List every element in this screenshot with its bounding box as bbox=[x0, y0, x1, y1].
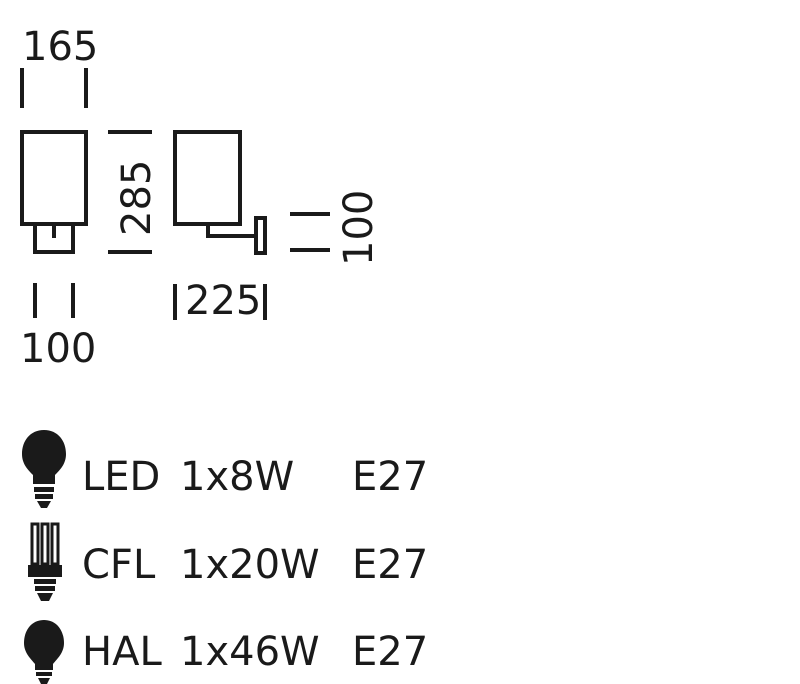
side-arm bbox=[206, 224, 256, 238]
front-view: 165 100 bbox=[20, 24, 98, 372]
spec-socket: E27 bbox=[352, 542, 428, 588]
spec-row-cfl: CFL 1x20W E27 bbox=[28, 522, 428, 601]
cfl-bulb-icon bbox=[28, 522, 62, 601]
spec-socket: E27 bbox=[352, 629, 428, 675]
led-bulb-icon bbox=[22, 430, 66, 508]
side-shade bbox=[173, 130, 242, 226]
spec-row-hal: HAL 1x46W E27 bbox=[24, 620, 428, 684]
height-dimension: 285 bbox=[108, 130, 160, 254]
spec-power: 1x46W bbox=[180, 629, 320, 675]
spec-power: 1x20W bbox=[180, 542, 320, 588]
spec-type: HAL bbox=[82, 629, 162, 675]
front-shade bbox=[20, 130, 88, 226]
spec-row-led: LED 1x8W E27 bbox=[22, 430, 428, 508]
dimension-projection: 225 bbox=[185, 278, 261, 324]
dimension-height: 285 bbox=[114, 160, 160, 236]
side-backplate bbox=[254, 216, 267, 255]
dimension-backplate-height: 100 bbox=[336, 190, 382, 266]
spec-socket: E27 bbox=[352, 454, 428, 500]
spec-type: CFL bbox=[82, 542, 156, 588]
halogen-bulb-icon bbox=[24, 620, 64, 684]
dimension-base-width: 100 bbox=[20, 326, 96, 372]
spec-type: LED bbox=[82, 454, 160, 500]
spec-power: 1x8W bbox=[180, 454, 294, 500]
dimension-shade-width: 165 bbox=[22, 24, 98, 70]
side-view: 225 bbox=[173, 130, 267, 324]
backplate-dimension: 100 bbox=[290, 190, 382, 266]
